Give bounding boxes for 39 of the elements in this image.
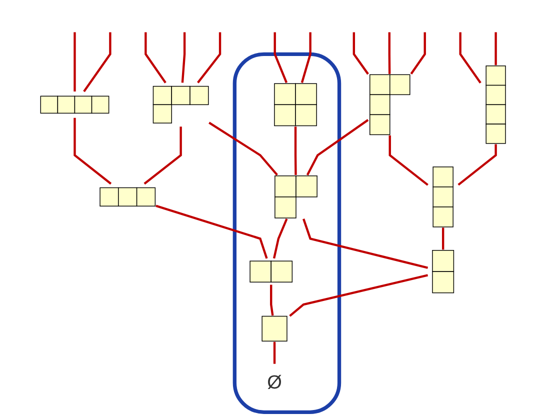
connector-line (300, 32, 312, 84)
connector-line (494, 32, 497, 66)
connector-line (388, 32, 391, 74)
connector-line (289, 274, 428, 317)
box-diagram-drawing (152, 86, 209, 124)
connector-line (144, 32, 166, 84)
connector-line (83, 32, 112, 92)
connector-line (459, 32, 482, 84)
connector-line (442, 228, 444, 250)
chain-outline (232, 52, 342, 414)
connector-line (270, 284, 274, 316)
box-diagram-drawing (274, 175, 318, 218)
box-diagram-drawing (432, 250, 454, 294)
connector-line (410, 32, 426, 75)
connector-line (272, 218, 288, 259)
connector-line (74, 32, 76, 92)
box-diagram-drawing (40, 96, 110, 114)
empty-set-label: Ø (267, 371, 282, 394)
connector-line (302, 218, 428, 269)
connector-line (156, 204, 268, 259)
connector-line (306, 119, 369, 176)
connector-line (181, 32, 186, 83)
connector-line (208, 122, 278, 176)
box-diagram-drawing (262, 316, 288, 342)
box-diagram-drawing (432, 166, 454, 228)
connector-line (273, 342, 276, 364)
box-diagram-drawing (486, 66, 506, 144)
connector-line (294, 126, 297, 175)
connector-line (197, 32, 222, 84)
box-diagram-drawing (274, 83, 317, 126)
connector-line (144, 126, 182, 185)
connector-line (74, 118, 112, 185)
connector-line (352, 32, 369, 75)
box-diagram-drawing (100, 187, 156, 206)
box-diagram-drawing (250, 260, 293, 282)
connector-line (388, 135, 428, 186)
connector-line (458, 144, 497, 186)
box-diagram-drawing (370, 74, 410, 136)
connector-line (274, 32, 288, 84)
